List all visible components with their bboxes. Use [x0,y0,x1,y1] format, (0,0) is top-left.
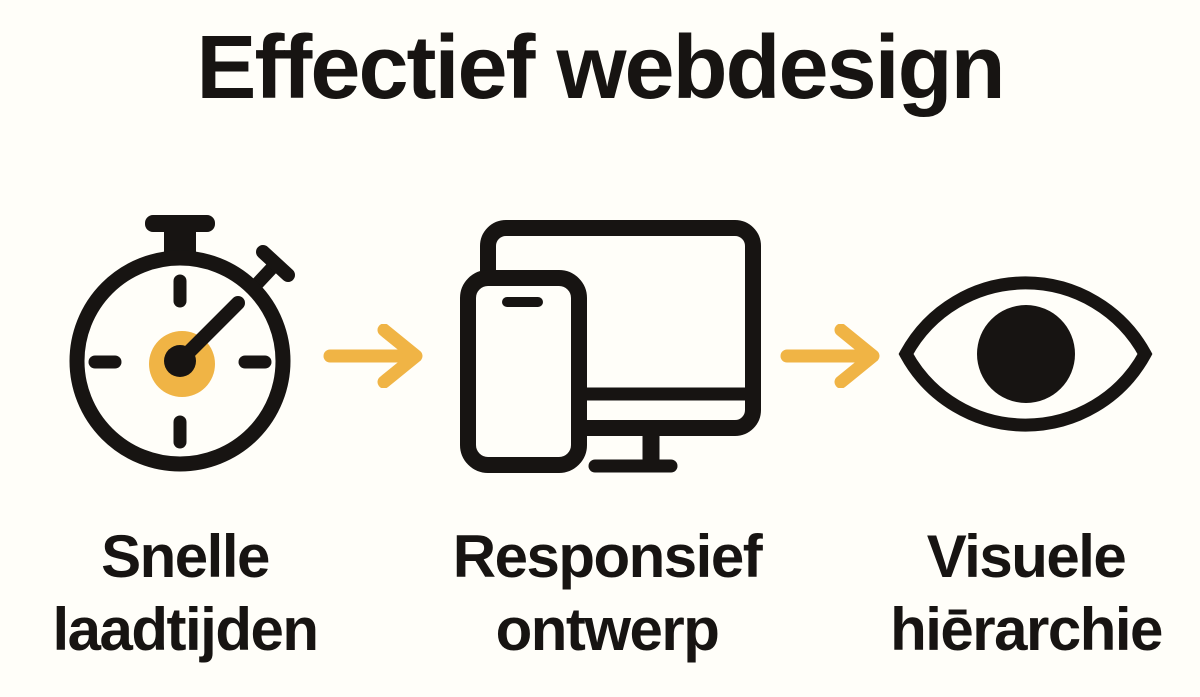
eye-pupil [977,305,1075,403]
arrow-head [834,324,880,388]
stopwatch-side-button-bar [256,245,295,282]
stopwatch-icon [69,215,295,472]
page-title: Effectief webdesign [196,18,1005,118]
devices-icon [460,220,761,473]
label-line-1: Responsief [452,523,763,590]
label-line-1: Snelle [101,523,270,590]
stopwatch-side-button-stem [249,262,278,292]
label-line-1: Visuele [926,523,1127,590]
label-line-2: laadtijden [52,596,319,663]
stopwatch-crown-bar [145,215,215,232]
eye-icon [898,276,1153,432]
step-label-fast-loading: Snelle laadtijden [25,520,345,666]
arrow-right-icon [323,324,423,388]
arrow-right-icon [780,324,880,388]
label-line-2: hiērarchie [890,596,1163,663]
label-line-2: ontwerp [495,596,720,663]
step-label-visual-hierarchy: Visuele hiērarchie [866,520,1186,666]
eye-outline [898,276,1153,432]
stopwatch-center-dot [164,345,196,377]
phone-frame [460,270,587,473]
arrow-head [377,324,423,388]
step-label-responsive-design: Responsief ontwerp [447,520,767,666]
phone-speaker [502,297,543,307]
